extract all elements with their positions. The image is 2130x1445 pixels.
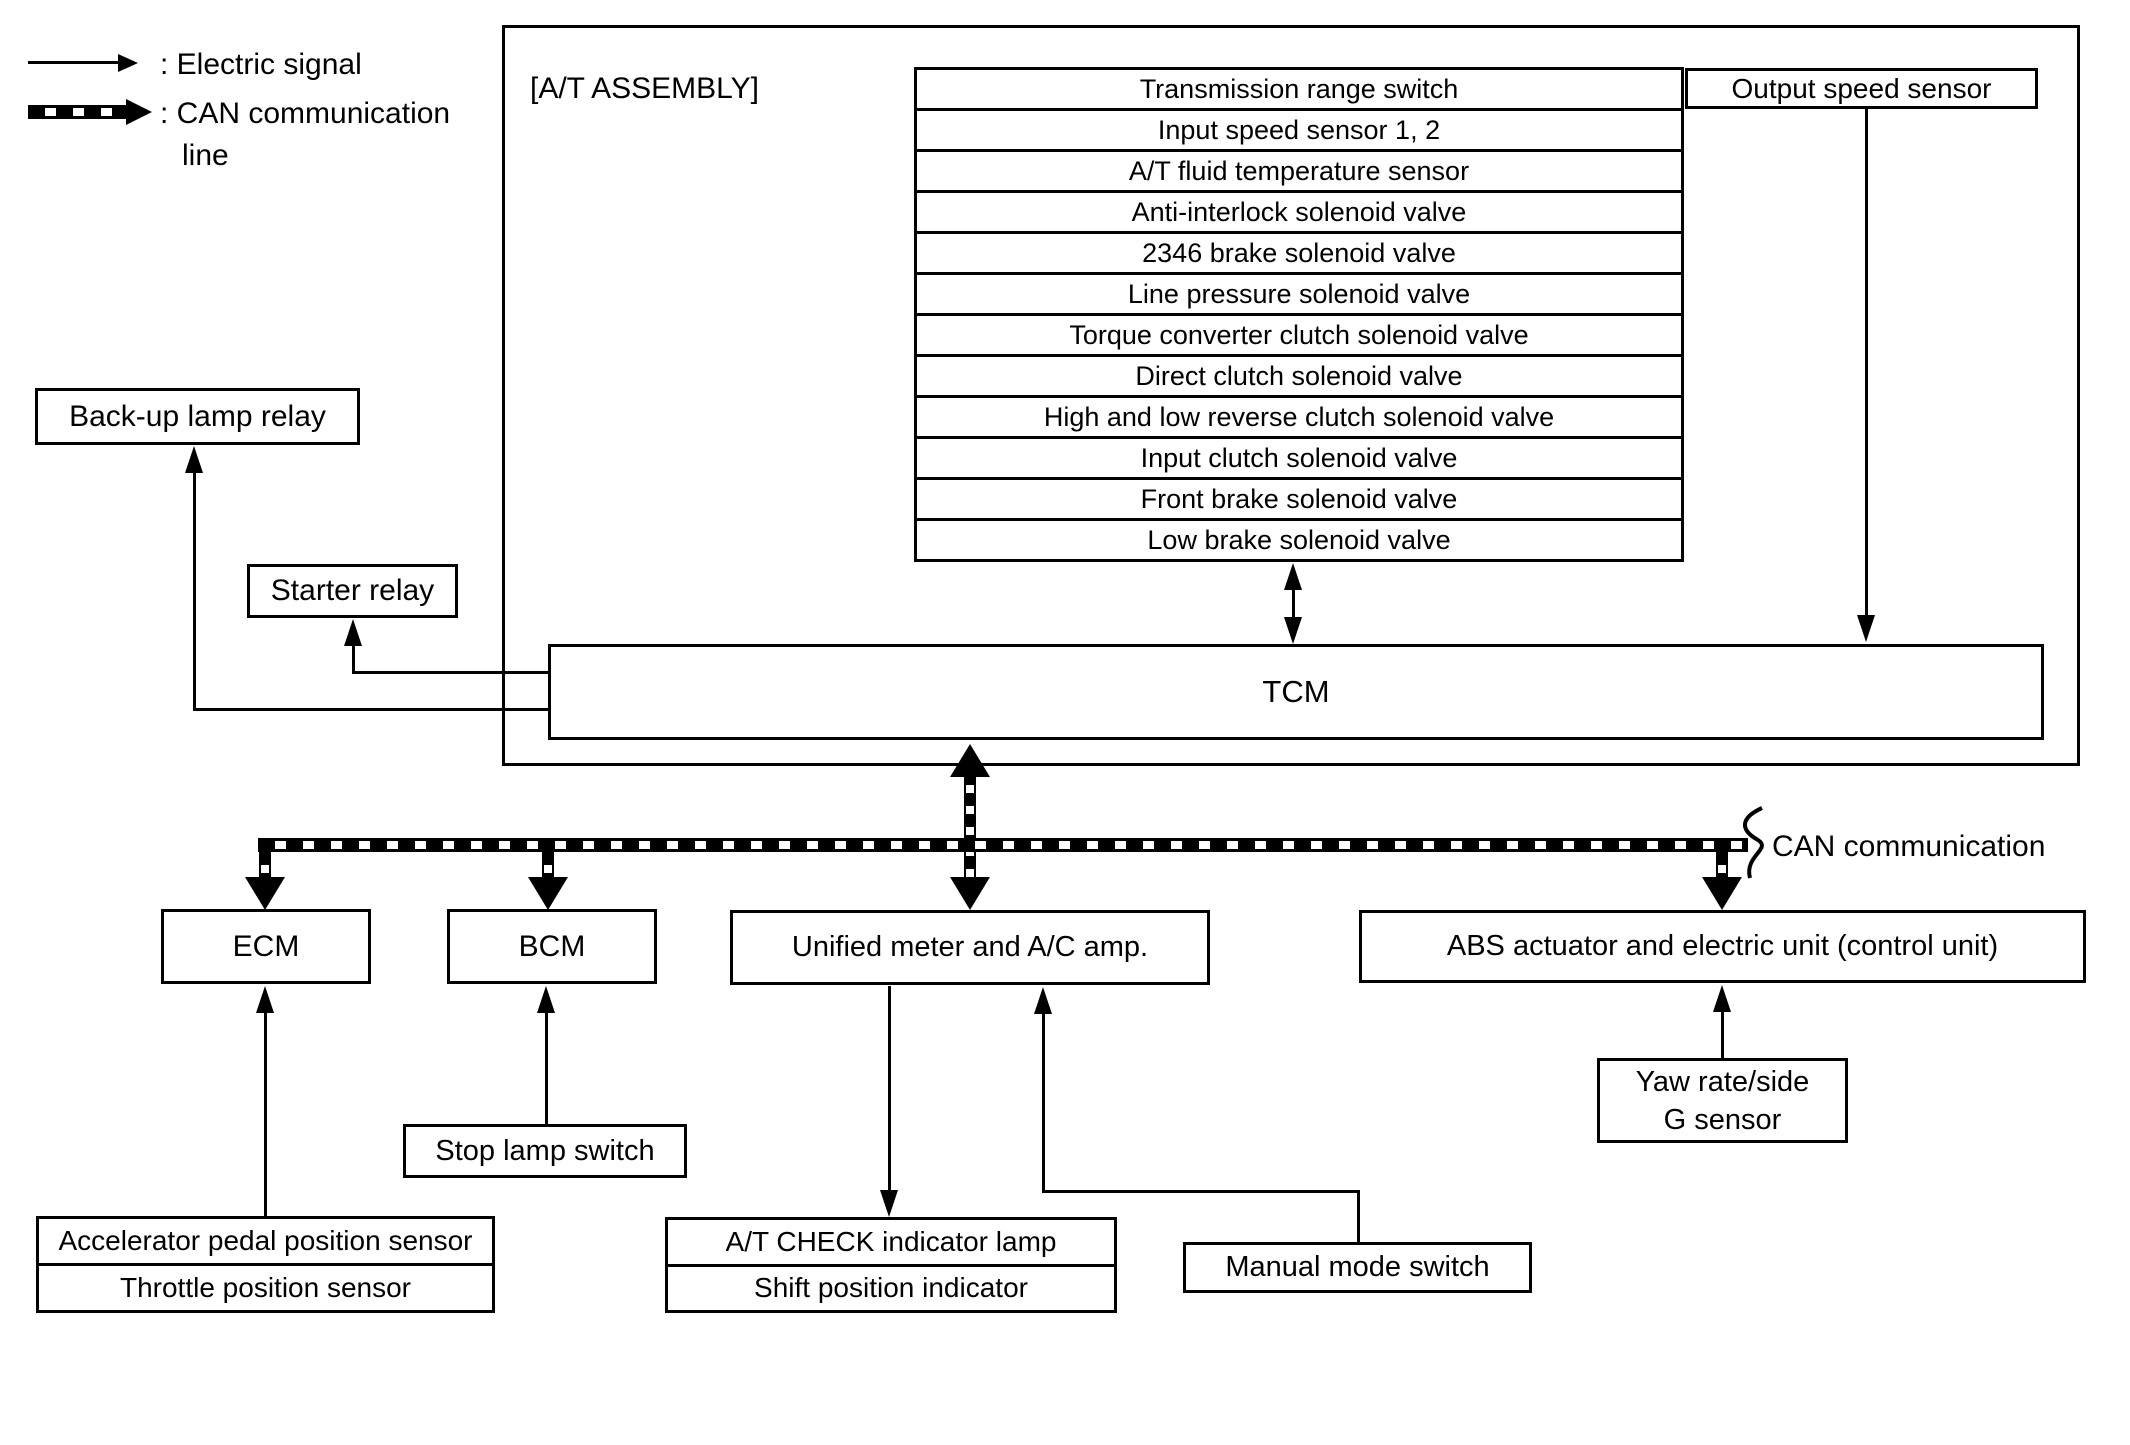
stack-row: Line pressure solenoid valve [917,272,1681,313]
tcm-box: TCM [548,644,2044,740]
accel-sensor-row2: Throttle position sensor [39,1263,492,1310]
legend-electric-arrowhead-icon [118,54,138,72]
backup-relay-arrowhead-icon [185,446,203,473]
legend-electric-line [28,61,124,64]
at-assembly-title: [A/T ASSEMBLY] [530,72,759,105]
bcm-can-shaft [542,852,554,878]
at-check-row2: Shift position indicator [668,1263,1114,1311]
can-bus-label: CAN communication [1772,830,2046,863]
starter-relay-arrowhead-icon [344,619,362,646]
stoplamp-bcm-line [545,1010,548,1124]
stack-row: Low brake solenoid valve [917,518,1681,559]
ecm-can-shaft [259,852,271,878]
can-bus-line [258,838,1748,852]
tcm-can-arrowhead-up-icon [950,744,990,777]
unified-meter-box: Unified meter and A/C amp. [730,910,1210,985]
stack-row: Input clutch solenoid valve [917,436,1681,477]
stack-row: 2346 brake solenoid valve [917,231,1681,272]
accel-ecm-line [264,1010,267,1216]
stop-lamp-switch-box: Stop lamp switch [403,1124,687,1178]
abs-can-arrowhead-icon [1702,877,1742,910]
tcm-can-arrowhead-down-icon [950,877,990,910]
manual-mode-switch-box: Manual mode switch [1183,1242,1532,1293]
can-label-squiggle-icon [1743,806,1764,879]
stack-row: Front brake solenoid valve [917,477,1681,518]
yaw-abs-line [1721,1009,1724,1058]
backup-relay-wire-h [193,708,548,711]
backup-relay-wire-v [193,470,196,710]
yaw-rate-sensor-box: Yaw rate/side G sensor [1597,1058,1848,1143]
manual-unified-line-h [1042,1190,1360,1193]
bcm-box: BCM [447,909,657,984]
stack-tcm-arrowhead-down-icon [1284,617,1302,644]
stack-row: Direct clutch solenoid valve [917,354,1681,395]
unified-atcheck-line [888,986,891,1192]
abs-unit-box: ABS actuator and electric unit (control … [1359,910,2086,983]
unified-atcheck-arrowhead-icon [880,1190,898,1217]
yaw-sensor-line2: G sensor [1663,1103,1782,1136]
at-check-indicator-box: A/T CHECK indicator lamp Shift position … [665,1217,1117,1313]
legend-can-label-line2: line [182,139,229,172]
output-speed-sensor-box: Output speed sensor [1685,68,2038,109]
stack-row: Input speed sensor 1, 2 [917,108,1681,149]
legend-electric-label: : Electric signal [160,48,362,81]
backup-lamp-relay-box: Back-up lamp relay [35,388,360,445]
yaw-abs-arrowhead-icon [1713,985,1731,1012]
legend-can-arrowhead-icon [126,99,152,125]
at-check-row1: A/T CHECK indicator lamp [725,1225,1057,1257]
manual-unified-line-v1 [1042,1011,1045,1192]
starter-relay-wire-h [352,671,548,674]
manual-unified-line-v2 [1357,1190,1360,1242]
at-component-stack: Transmission range switch Input speed se… [914,67,1684,562]
bcm-can-arrowhead-icon [528,877,568,910]
stack-row: A/T fluid temperature sensor [917,149,1681,190]
ecm-box: ECM [161,909,371,984]
manual-unified-arrowhead-icon [1034,987,1052,1014]
output-speed-sensor-line [1865,109,1868,615]
starter-relay-wire-v [352,643,355,673]
stack-row: Torque converter clutch solenoid valve [917,313,1681,354]
stack-tcm-arrowhead-up-icon [1284,563,1302,590]
yaw-sensor-line1: Yaw rate/side [1635,1065,1810,1098]
starter-relay-box: Starter relay [247,564,458,618]
stack-row: Anti-interlock solenoid valve [917,190,1681,231]
stack-row: High and low reverse clutch solenoid val… [917,395,1681,436]
accel-ecm-arrowhead-icon [256,986,274,1013]
stack-tcm-line [1292,585,1295,623]
accel-sensor-row1: Accelerator pedal position sensor [58,1225,473,1256]
tcm-can-shaft [964,772,976,880]
legend-can-label: : CAN communication [160,97,451,130]
stoplamp-bcm-arrowhead-icon [537,986,555,1013]
output-speed-sensor-arrowhead-icon [1857,615,1875,642]
legend-can-line [28,105,128,119]
accel-sensor-box: Accelerator pedal position sensor Thrott… [36,1216,495,1313]
abs-can-shaft [1716,852,1728,878]
stack-row: Transmission range switch [1139,73,1459,104]
ecm-can-arrowhead-icon [245,877,285,910]
